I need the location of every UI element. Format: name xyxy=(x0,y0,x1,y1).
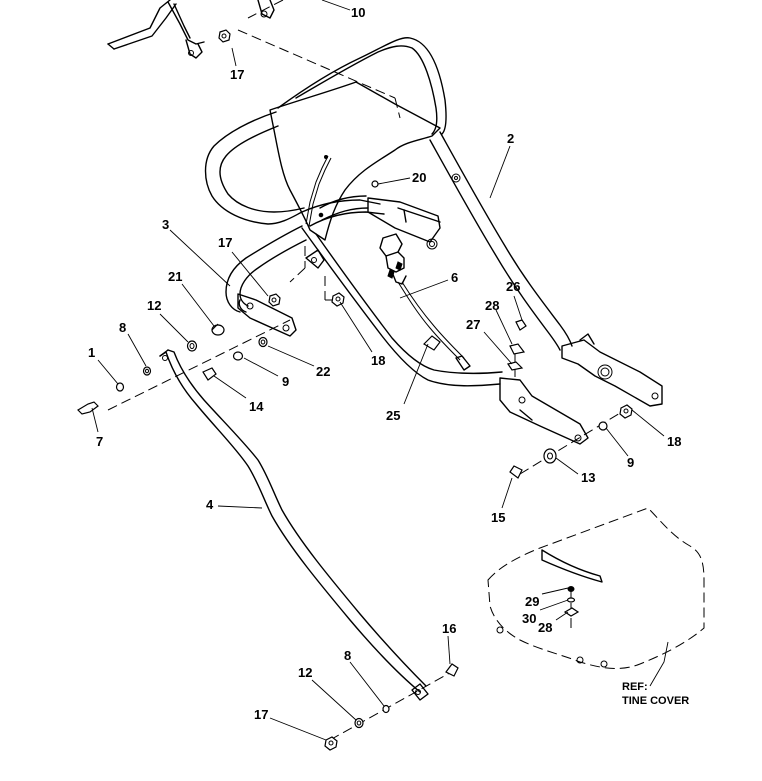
control-lever-part-6 xyxy=(367,197,471,371)
callout-17-mid: 17 xyxy=(218,235,232,250)
callout-9-right: 9 xyxy=(627,455,634,470)
callout-16: 16 xyxy=(442,621,456,636)
callout-labels: 10 17 2 20 3 17 6 21 26 28 12 27 8 1 18 … xyxy=(88,5,681,722)
washer-12-upper xyxy=(186,340,198,352)
callout-8-upper: 8 xyxy=(119,320,126,335)
callout-4: 4 xyxy=(206,497,214,512)
spacer-9-left xyxy=(232,351,244,361)
tine-cover-reference xyxy=(487,507,705,669)
callout-17-lower: 17 xyxy=(254,707,268,722)
bolt-14 xyxy=(202,367,217,381)
washer-8-lower xyxy=(382,704,390,714)
callout-27: 27 xyxy=(466,317,480,332)
callout-18-right: 18 xyxy=(667,434,681,449)
washer-13 xyxy=(543,448,557,464)
nut-18-right xyxy=(619,404,633,419)
callout-9-left: 9 xyxy=(282,374,289,389)
callout-12-upper: 12 xyxy=(147,298,161,313)
reference-note: REF: TINE COVER xyxy=(622,681,689,707)
bolt-7 xyxy=(77,401,99,415)
bolt-16 xyxy=(445,663,459,677)
leader-lines xyxy=(91,0,669,741)
clip-27 xyxy=(507,361,524,371)
callout-3: 3 xyxy=(162,217,169,232)
upper-handle-part-2 xyxy=(204,37,663,407)
callout-26: 26 xyxy=(506,279,520,294)
callout-22: 22 xyxy=(316,364,330,379)
cable-clip-25 xyxy=(423,335,441,351)
support-rod-part-4 xyxy=(159,349,429,701)
callout-20: 20 xyxy=(412,170,426,185)
washer-12-lower xyxy=(354,717,364,729)
spacer-9-right xyxy=(598,421,608,431)
callout-7: 7 xyxy=(96,434,103,449)
nut-17-mid xyxy=(268,293,281,307)
callout-28-lower: 28 xyxy=(538,620,552,635)
callout-10: 10 xyxy=(351,5,365,20)
callout-14: 14 xyxy=(249,399,264,414)
upper-bracket-fragment xyxy=(107,0,275,59)
callout-28-upper: 28 xyxy=(485,298,499,313)
callout-17-top: 17 xyxy=(230,67,244,82)
nut-17-lower xyxy=(324,736,338,751)
washer-8-upper xyxy=(142,366,152,376)
callout-13: 13 xyxy=(581,470,595,485)
hardware xyxy=(77,29,633,751)
callout-8-lower: 8 xyxy=(344,648,351,663)
callout-21: 21 xyxy=(168,269,182,284)
lower-handle-part-3 xyxy=(225,195,589,445)
callout-1: 1 xyxy=(88,345,95,360)
reference-part-name: TINE COVER xyxy=(622,695,689,707)
callout-12-lower: 12 xyxy=(298,665,312,680)
washer-22 xyxy=(258,336,268,348)
washer-1 xyxy=(115,382,125,392)
nut-17-top xyxy=(218,29,231,43)
clip-28-upper xyxy=(509,343,526,355)
callout-30: 30 xyxy=(522,611,536,626)
callout-29: 29 xyxy=(525,594,539,609)
reference-label: REF: xyxy=(622,681,648,693)
callout-15: 15 xyxy=(491,510,505,525)
bolt-15 xyxy=(509,465,523,479)
callout-18-left: 18 xyxy=(371,353,385,368)
callout-2: 2 xyxy=(507,131,514,146)
nut-18-left xyxy=(331,292,345,307)
callout-6: 6 xyxy=(451,270,458,285)
screw-26 xyxy=(515,319,527,331)
callout-25: 25 xyxy=(386,408,400,423)
spacer-21 xyxy=(211,324,225,336)
